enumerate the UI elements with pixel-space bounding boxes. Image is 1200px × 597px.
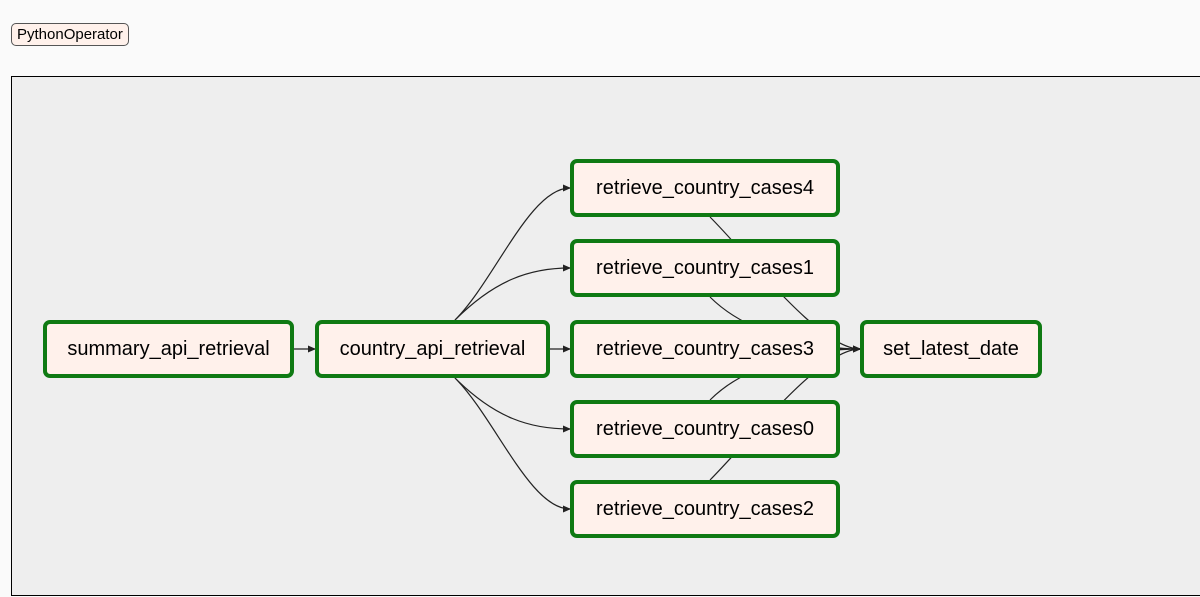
task-node-retrieve-country-cases0[interactable]: retrieve_country_cases0 (570, 400, 840, 458)
dag-graph-canvas[interactable]: summary_api_retrieval country_api_retriev… (11, 76, 1200, 596)
task-node-retrieve-country-cases2[interactable]: retrieve_country_cases2 (570, 480, 840, 538)
task-node-set-latest-date[interactable]: set_latest_date (860, 320, 1042, 378)
legend-python-operator[interactable]: PythonOperator (11, 23, 129, 46)
edge-country-api-retrieval-to-retrieve-country-cases0 (454, 377, 571, 433)
edge-retrieve-country-cases2-to-set-latest-date (709, 345, 861, 481)
dag-edges (294, 184, 861, 513)
task-node-retrieve-country-cases1[interactable]: retrieve_country_cases1 (570, 239, 840, 297)
edge-country-api-retrieval-to-retrieve-country-cases4 (454, 184, 571, 321)
edge-country-api-retrieval-to-retrieve-country-cases1 (454, 264, 571, 321)
task-node-retrieve-country-cases3[interactable]: retrieve_country_cases3 (570, 320, 840, 378)
edge-country-api-retrieval-to-retrieve-country-cases2 (454, 377, 571, 513)
task-node-retrieve-country-cases4[interactable]: retrieve_country_cases4 (570, 159, 840, 217)
task-node-country-api-retrieval[interactable]: country_api_retrieval (315, 320, 550, 378)
edge-retrieve-country-cases4-to-set-latest-date (709, 216, 861, 353)
task-node-summary-api-retrieval[interactable]: summary_api_retrieval (43, 320, 294, 378)
